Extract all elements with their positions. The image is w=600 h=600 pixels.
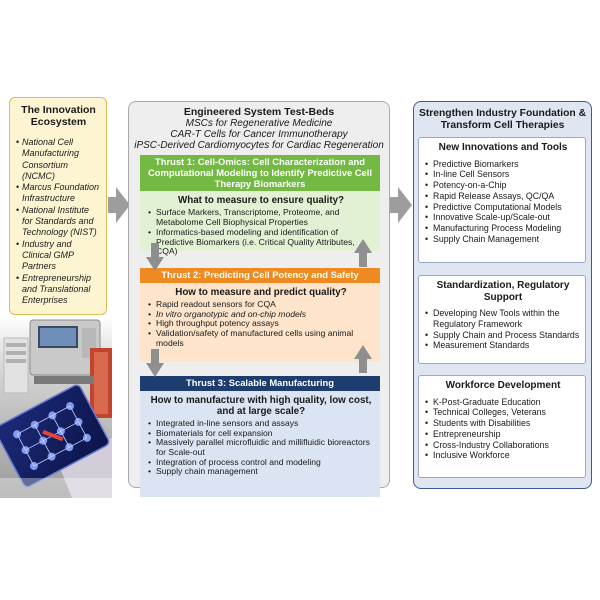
card-item: Predictive Biomarkers [425,159,581,170]
card-item: Cross-Industry Collaborations [425,440,581,451]
thrust-3-banner: Thrust 3: Scalable Manufacturing [140,376,380,391]
card-list: K-Post-Graduate Education Technical Coll… [425,397,581,462]
card-item: K-Post-Graduate Education [425,397,581,408]
card-list: Predictive Biomarkers In-line Cell Senso… [425,159,581,245]
thrust-2-item: Validation/safety of manufactured cells … [148,328,374,348]
thrust-1-item: Surface Markers, Transcriptome, Proteome… [148,207,374,227]
innovations-tools-card: New Innovations and Tools Predictive Bio… [418,137,586,263]
card-item: Measurement Standards [425,340,581,351]
ecosystem-item: National Cell Manufacturing Consortium (… [16,137,101,182]
thrust-3-item: Biomaterials for cell expansion [148,428,374,439]
thrust-2-item: High throughput potency assays [148,318,374,329]
thrust-2-banner: Thrust 2: Predicting Cell Potency and Sa… [140,268,380,283]
test-bed-line: iPSC-Derived Cardiomyocytes for Cardiac … [134,140,384,151]
card-item: Entrepreneurship [425,429,581,440]
card-item: Developing New Tools within the Regulato… [425,308,581,330]
test-beds-header: Engineered System Test-Beds MSCs for Reg… [129,106,389,151]
arrow-right-icon [390,187,412,223]
card-item: Inclusive Workforce [425,450,581,461]
card-item: Rapid Release Assays, QC/QA [425,191,581,202]
card-item: Innovative Scale-up/Scale-out [425,212,581,223]
arrow-up-icon [354,345,372,373]
arrow-right-icon [108,187,130,223]
arrow-up-icon [354,239,372,267]
outcome-title: Strengthen Industry Foundation & Transfo… [418,108,587,131]
thrust-3-item: Integrated in-line sensors and assays [148,418,374,429]
thrust-2-item: Rapid readout sensors for CQA [148,299,374,310]
thrust-1-banner: Thrust 1: Cell-Omics: Cell Characterizat… [140,155,380,192]
thrust-3-item: Integration of process control and model… [148,457,374,468]
thrust-2-question: How to measure and predict quality? [175,286,347,298]
ecosystem-item: Entrepreneurship and Translational Enter… [16,273,101,307]
card-item: Supply Chain Management [425,234,581,245]
card-item: In-line Cell Sensors [425,169,581,180]
card-item: Students with Disabilities [425,418,581,429]
thrust-3-box: Thrust 3: Scalable Manufacturing How to … [140,376,380,497]
card-title: Standardization, Regulatory Support [436,280,570,303]
card-item: Technical Colleges, Veterans [425,407,581,418]
test-beds-title: Engineered System Test-Beds [183,106,335,118]
innovation-ecosystem-title: The Innovation Ecosystem [21,104,96,128]
thrust-1-body: What to measure to ensure quality? Surfa… [140,191,380,256]
thrust-3-list: Integrated in-line sensors and assays Bi… [148,418,374,477]
thrust-1-list: Surface Markers, Transcriptome, Proteome… [148,207,374,257]
card-title: Workforce Development [445,380,561,391]
thrust-3-question: How to manufacture with high quality, lo… [150,394,372,417]
thrust-1-item: Informatics-based modeling and identific… [148,227,374,257]
test-bed-line: MSCs for Regenerative Medicine [185,118,333,129]
ecosystem-list: National Cell Manufacturing Consortium (… [16,137,101,306]
test-bed-line: CAR-T Cells for Cancer Immunotherapy [170,129,348,140]
card-item: Supply Chain and Process Standards [425,330,581,341]
thrust-1-question: What to measure to ensure quality? [177,195,345,207]
thrust-2-body: How to measure and predict quality? Rapi… [140,282,380,362]
card-item: Predictive Computational Models [425,202,581,213]
thrust-2-list: Rapid readout sensors for CQA In vitro o… [148,299,374,349]
arrow-down-icon [146,349,164,377]
thrust-3-item: Supply chain management [148,467,374,477]
thrust-2-box: Thrust 2: Predicting Cell Potency and Sa… [140,268,380,362]
thrust-2-item: In vitro organotypic and on-chip models [148,309,374,320]
ecosystem-item: National Institute for Standards and Tec… [16,205,101,239]
thrust-3-item: Massively parallel microfluidic and mill… [148,437,374,457]
ecosystem-item: Industry and Clinical GMP Partners [16,239,101,273]
thrust-3-body: How to manufacture with high quality, lo… [140,390,380,497]
arrow-down-icon [146,243,164,271]
innovation-ecosystem-box: The Innovation Ecosystem National Cell M… [9,97,107,315]
card-list: Developing New Tools within the Regulato… [425,308,581,351]
workforce-card: Workforce Development K-Post-Graduate Ed… [418,375,586,478]
lab-equipment-photo [0,318,112,498]
thrust-1-box: Thrust 1: Cell-Omics: Cell Characterizat… [140,155,380,256]
ecosystem-item: Marcus Foundation Infrastructure [16,182,101,205]
card-title: New Innovations and Tools [438,142,568,153]
card-item: Potency-on-a-Chip [425,180,581,191]
standardization-card: Standardization, Regulatory Support Deve… [418,275,586,364]
card-item: Manufacturing Process Modeling [425,223,581,234]
